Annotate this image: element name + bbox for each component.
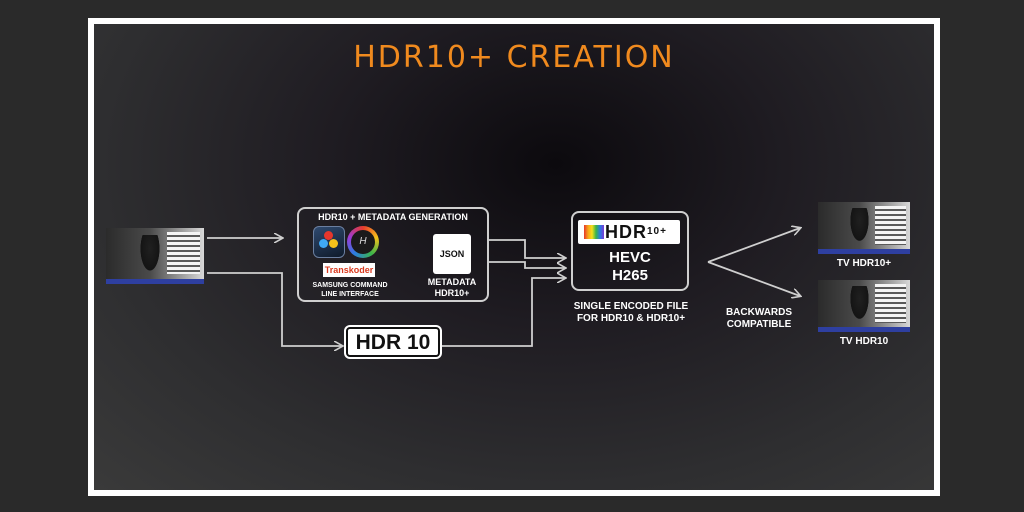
tv-hdr10-thumbnail [818,280,910,332]
encoder-to-tv2-arrow [707,261,800,296]
hdr10-plus-logo: HDR10+ [578,220,680,244]
samsung-cli-label-line1: SAMSUNG COMMAND [312,282,388,289]
metadata-label-line2: HDR10+ [434,288,470,298]
metadata-label-line1: METADATA [427,277,477,287]
source-video-thumbnail [106,228,204,284]
hdr10-to-encoder-arrow [442,278,565,347]
hdr10-plus-logo-text: HDR [605,222,647,242]
backwards-label-line2: COMPATIBLE [726,319,792,330]
hdr-app-icon: H [347,226,379,258]
hdr10-badge: HDR 10 [346,327,440,357]
tv-hdr10-plus-thumbnail [818,202,910,254]
encoder-line2: H265 [612,267,648,284]
json-file-icon: JSON [433,234,471,274]
tv-hdr10-label: TV HDR10 [839,336,889,347]
hdr10-plus-logo-suffix: 10+ [647,226,667,237]
tv-hdr10-plus-label: TV HDR10+ [836,258,892,269]
backwards-label-line1: BACKWARDS [725,307,793,318]
metadata-box-heading: HDR10 + METADATA GENERATION [318,212,468,222]
metadata-generation-box [297,207,489,302]
metadata-to-encoder-arrow-2 [489,261,565,268]
metadata-to-encoder-arrow-1 [489,239,565,258]
encoder-box [571,211,689,291]
diagram-title: HDR10+ CREATION [353,40,675,75]
encoder-caption-line2: FOR HDR10 & HDR10+ [576,313,686,324]
encoder-line1: HEVC [609,249,651,266]
encoder-to-tv1-arrow [707,228,800,263]
diagram-frame: HDR10+ CREATION [88,18,940,496]
samsung-cli-label-line2: LINE INTERFACE [321,291,379,298]
davinci-resolve-icon [313,226,345,258]
transkoder-logo: Transkoder [323,263,375,277]
source-to-hdr10-arrow [207,272,342,346]
encoder-caption-line1: SINGLE ENCODED FILE [573,301,689,312]
